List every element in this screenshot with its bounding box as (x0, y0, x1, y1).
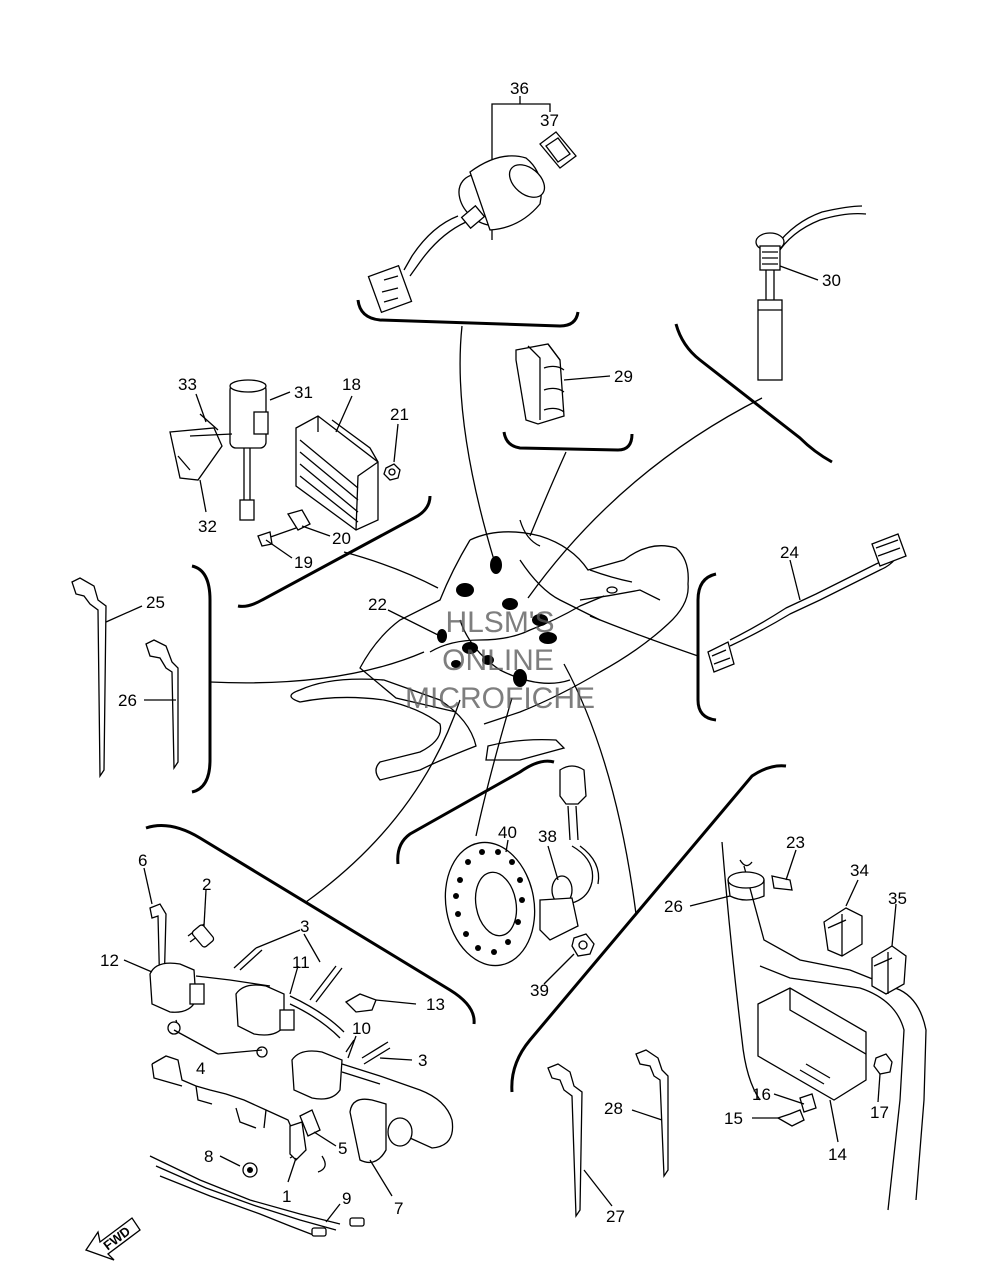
callout-1: 1 (282, 1187, 291, 1206)
callout-12: 12 (100, 951, 119, 970)
callout-21: 21 (390, 405, 409, 424)
callout-18: 18 (342, 375, 361, 394)
callout-8: 8 (204, 1147, 213, 1166)
callout-4: 4 (196, 1059, 205, 1078)
clamp-23-26-part (721, 841, 927, 1211)
callout-26-right: 26 (664, 897, 683, 916)
callout-35: 35 (888, 889, 907, 908)
callout-38: 38 (538, 827, 557, 846)
callout-29: 29 (614, 367, 633, 386)
callout-15: 15 (724, 1109, 743, 1128)
bands-27-28-part (547, 1049, 669, 1219)
callout-9: 9 (342, 1189, 351, 1208)
callout-17: 17 (870, 1103, 889, 1122)
watermark-line3: MICROFICHE (405, 682, 595, 715)
callout-10: 10 (352, 1019, 371, 1038)
callout-22: 22 (368, 595, 387, 614)
callout-33: 33 (178, 375, 197, 394)
watermark: HLSM'S ONLINE MICROFICHE (405, 606, 595, 715)
callout-31: 31 (294, 383, 313, 402)
callout-20: 20 (332, 529, 351, 548)
callout-11: 11 (292, 953, 310, 972)
callout-25: 25 (146, 593, 165, 612)
group-brackets (145, 299, 833, 1093)
flywheel-40-part (444, 841, 536, 967)
callout-37: 37 (540, 111, 559, 130)
callout-39: 39 (530, 981, 549, 1000)
callout-26-left: 26 (118, 691, 137, 710)
harness-connectors (429, 556, 605, 687)
regulator-18-part (257, 415, 401, 547)
callout-leaders (105, 265, 897, 1223)
callout-6: 6 (138, 851, 147, 870)
leader-lines (209, 325, 763, 915)
callout-19: 19 (294, 553, 313, 572)
callout-2: 2 (202, 875, 211, 894)
pickup-38-part (539, 765, 600, 957)
callout-23: 23 (786, 833, 805, 852)
wire-24-part (707, 533, 907, 673)
callout-5: 5 (338, 1139, 347, 1158)
callout-3-bottom: 3 (418, 1051, 427, 1070)
callout-24: 24 (780, 543, 799, 562)
switch-30-part (755, 205, 867, 381)
callout-40: 40 (498, 823, 517, 842)
callout-7: 7 (394, 1199, 403, 1218)
snowmobile-outline (290, 519, 689, 781)
callout-13: 13 (426, 995, 445, 1014)
callout-16: 16 (752, 1085, 771, 1104)
callout-numbers: 36 37 30 29 33 31 18 21 32 20 19 25 26 2… (100, 79, 907, 1226)
callout-27: 27 (606, 1207, 625, 1226)
callout-30: 30 (822, 271, 841, 290)
main-switch-part (367, 96, 577, 314)
watermark-line1: HLSM'S (445, 606, 554, 639)
watermark-line2: ONLINE (442, 644, 554, 677)
ignition-coils-part (149, 903, 454, 1237)
callout-28: 28 (604, 1099, 623, 1118)
condenser-part (169, 379, 269, 521)
holder-29-part (515, 343, 565, 425)
fwd-arrow-icon: FWD (84, 1217, 141, 1261)
cdi-14-part (757, 987, 893, 1127)
bands-25-26-part (71, 577, 179, 779)
callout-14: 14 (828, 1145, 847, 1164)
callout-32: 32 (198, 517, 217, 536)
callout-36: 36 (510, 79, 529, 98)
callout-34: 34 (850, 861, 869, 880)
callout-3-top: 3 (300, 917, 309, 936)
